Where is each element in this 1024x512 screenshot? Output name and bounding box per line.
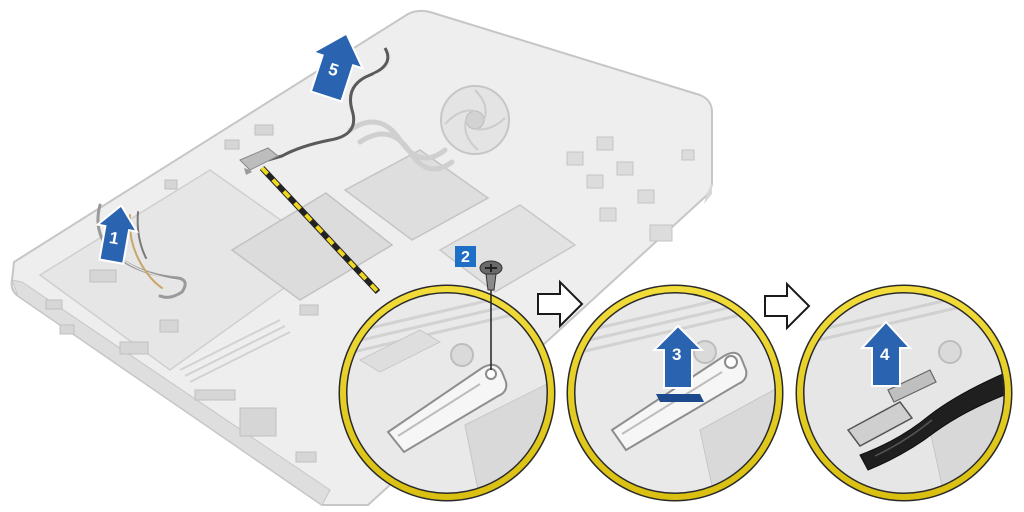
step-4-label: 4 bbox=[880, 345, 890, 364]
cable-bracket-onboard bbox=[239, 147, 279, 171]
chassis-right-edge bbox=[704, 182, 712, 204]
display-cable-closeup bbox=[859, 369, 1008, 471]
laptop-base bbox=[10, 9, 713, 506]
callout-panel-cable-lift: 4 bbox=[795, 284, 1013, 502]
callout-panel-screw: 2 bbox=[338, 246, 556, 502]
vent-lines bbox=[179, 319, 291, 383]
step-3-arrow: 3 bbox=[651, 324, 705, 402]
step-4-arrow: 4 bbox=[859, 320, 913, 387]
chip-pads bbox=[566, 136, 695, 242]
sequence-arrow-2 bbox=[764, 281, 811, 331]
step-5-arrow: 5 bbox=[309, 32, 365, 103]
step-3-label: 3 bbox=[672, 345, 681, 364]
sequence-arrow-1 bbox=[537, 279, 584, 329]
display-cable-highlight bbox=[373, 49, 392, 76]
callout-panel-bracket-lift: 3 bbox=[566, 284, 784, 502]
step-1-arrow: 1 bbox=[95, 203, 139, 265]
fan-hub bbox=[465, 110, 485, 130]
heat-pipes bbox=[347, 119, 455, 172]
leader-line bbox=[259, 165, 381, 295]
screw bbox=[479, 260, 503, 370]
board-components bbox=[45, 124, 319, 463]
memory-module bbox=[230, 192, 394, 301]
memory-module-2 bbox=[343, 149, 490, 241]
display-cable bbox=[267, 47, 390, 162]
step-2-marker: 2 bbox=[455, 246, 476, 267]
step-1-label: 1 bbox=[108, 228, 121, 248]
chassis-edge bbox=[11, 279, 331, 506]
ssd-slot bbox=[438, 204, 577, 293]
step-2-label: 2 bbox=[461, 249, 470, 266]
cable-connector bbox=[846, 401, 914, 447]
fan-blades bbox=[444, 89, 506, 151]
